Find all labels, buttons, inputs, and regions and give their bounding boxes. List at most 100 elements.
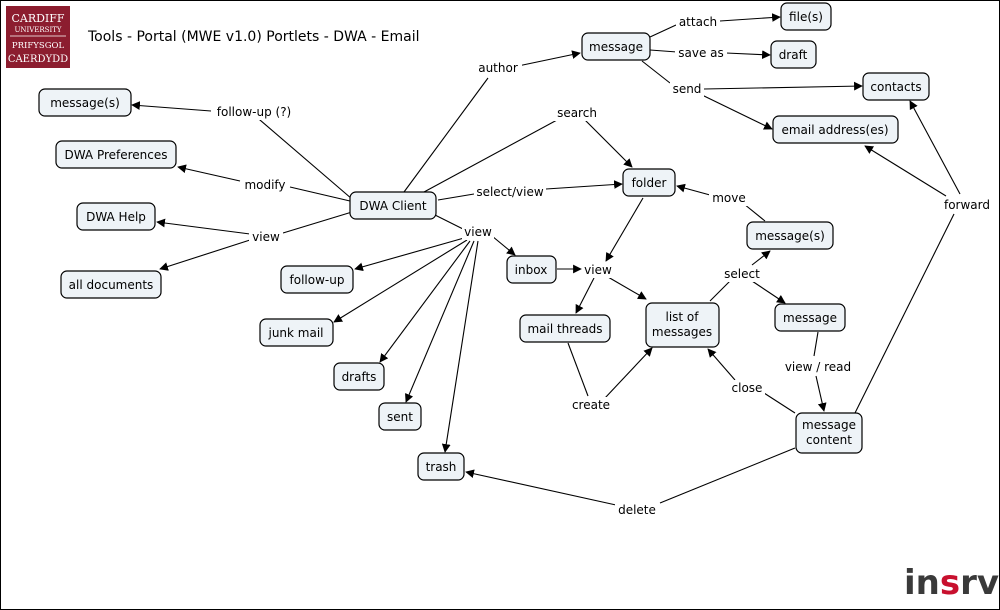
connector-view-list bbox=[607, 276, 647, 300]
insrv-logo: insrv bbox=[904, 563, 999, 603]
label-attach: attach bbox=[679, 15, 717, 29]
node-message-view[interactable]: message bbox=[774, 303, 846, 332]
connector-view-sent bbox=[405, 240, 475, 403]
connector-send-contacts bbox=[703, 81, 863, 91]
connector-content-delete bbox=[659, 447, 796, 504]
label-delete: delete bbox=[618, 503, 656, 517]
node-dwa-help-label: DWA Help bbox=[86, 210, 146, 224]
label-select-view: select/view bbox=[476, 185, 544, 199]
node-email-addresses-label: email address(es) bbox=[781, 123, 888, 137]
label-author: author bbox=[478, 61, 518, 75]
node-dwa-help[interactable]: DWA Help bbox=[76, 202, 156, 231]
logo-line-1: CARDIFF bbox=[11, 12, 64, 25]
node-all-documents[interactable]: all documents bbox=[60, 270, 162, 299]
connector-client-modify bbox=[289, 186, 351, 202]
label-create: create bbox=[572, 398, 610, 412]
node-message-top-label: message bbox=[589, 40, 643, 54]
connector-message-send bbox=[641, 60, 671, 84]
node-email-addresses[interactable]: email address(es) bbox=[772, 115, 899, 144]
connector-view-threads bbox=[575, 277, 595, 314]
node-message-top[interactable]: message bbox=[581, 32, 651, 61]
node-draft[interactable]: draft bbox=[770, 40, 817, 69]
node-drafts-label: drafts bbox=[342, 370, 377, 384]
node-message-view-label: message bbox=[783, 311, 837, 325]
connector-threads-create bbox=[567, 342, 589, 397]
node-dwa-client-label: DWA Client bbox=[359, 199, 427, 213]
node-junk-mail-label: junk mail bbox=[267, 326, 323, 340]
node-contacts-label: contacts bbox=[870, 80, 921, 94]
node-folder-label: folder bbox=[632, 176, 667, 190]
connector-followup-messages bbox=[131, 101, 212, 112]
node-drafts[interactable]: drafts bbox=[333, 362, 385, 391]
connector-view-junkmail bbox=[333, 239, 468, 323]
node-trash-label: trash bbox=[426, 460, 457, 474]
node-followup[interactable]: follow-up bbox=[280, 265, 354, 294]
node-dwa-client[interactable]: DWA Client bbox=[349, 191, 437, 220]
connector-view-trash bbox=[441, 240, 479, 453]
node-message-content[interactable]: message content bbox=[795, 412, 863, 454]
connector-create-list bbox=[604, 347, 653, 399]
label-view-mid: view bbox=[464, 225, 492, 239]
connector-saveas-draft bbox=[725, 50, 771, 60]
node-sent-label: sent bbox=[387, 410, 413, 424]
logo-background bbox=[6, 6, 70, 68]
label-view-left: view bbox=[252, 230, 280, 244]
node-contacts[interactable]: contacts bbox=[862, 72, 930, 101]
insrv-logo-part-3: rv bbox=[960, 563, 999, 603]
connector-selectview-folder bbox=[545, 180, 623, 190]
logo-line-3: PRIFYSGOL bbox=[12, 41, 65, 51]
label-select: select bbox=[724, 267, 760, 281]
connector-client-author bbox=[403, 77, 489, 193]
connector-close-list bbox=[707, 348, 736, 381]
connector-delete-trash bbox=[465, 469, 617, 506]
node-dwa-preferences[interactable]: DWA Preferences bbox=[55, 140, 177, 169]
node-sent[interactable]: sent bbox=[378, 402, 422, 431]
node-all-documents-label: all documents bbox=[69, 278, 154, 292]
connector-client-followup bbox=[252, 113, 353, 200]
connector-message-saveas bbox=[649, 49, 678, 53]
label-save-as: save as bbox=[678, 46, 724, 60]
connector-view-followup bbox=[354, 237, 465, 272]
node-inbox[interactable]: inbox bbox=[506, 255, 557, 284]
node-list-of-messages-label-2: messages bbox=[652, 325, 712, 339]
insrv-logo-part-2: s bbox=[940, 563, 960, 603]
label-send: send bbox=[673, 82, 702, 96]
node-message-content-label-1: message bbox=[802, 418, 856, 432]
node-junk-mail[interactable]: junk mail bbox=[259, 318, 334, 347]
label-modify: modify bbox=[244, 178, 285, 192]
label-search: search bbox=[557, 106, 597, 120]
connector-select-messages bbox=[751, 250, 771, 266]
label-view-read: view / read bbox=[785, 360, 851, 374]
connector-attach-files bbox=[719, 13, 781, 22]
node-files-label: file(s) bbox=[789, 10, 823, 24]
connector-content-forward bbox=[854, 213, 955, 414]
nodes: message(s) DWA Preferences DWA Help all … bbox=[38, 2, 930, 481]
connector-client-selectview bbox=[437, 193, 475, 201]
connector-list-select bbox=[709, 279, 732, 302]
node-inbox-label: inbox bbox=[515, 263, 548, 277]
connectors bbox=[131, 13, 961, 506]
node-trash[interactable]: trash bbox=[417, 452, 465, 481]
logo-line-2: UNIVERSITY bbox=[14, 26, 61, 34]
connector-folder-view bbox=[605, 197, 644, 262]
label-forward: forward bbox=[944, 198, 990, 212]
node-messages-select[interactable]: message(s) bbox=[746, 221, 834, 250]
node-draft-label: draft bbox=[779, 48, 808, 62]
node-dwa-preferences-label: DWA Preferences bbox=[64, 148, 167, 162]
connector-view-alldocs bbox=[159, 239, 251, 271]
node-folder[interactable]: folder bbox=[622, 168, 676, 197]
node-list-of-messages[interactable]: list of messages bbox=[645, 302, 720, 348]
connector-message-attach bbox=[649, 24, 677, 38]
connector-select-message bbox=[751, 280, 786, 304]
node-followup-label: follow-up bbox=[290, 273, 345, 287]
connector-view-help bbox=[156, 218, 251, 235]
node-files[interactable]: file(s) bbox=[780, 2, 832, 31]
node-mail-threads-label: mail threads bbox=[527, 322, 602, 336]
connector-view-inbox bbox=[491, 235, 516, 256]
node-mail-threads[interactable]: mail threads bbox=[519, 314, 611, 343]
logo-line-4: CAERDYDD bbox=[8, 54, 68, 65]
node-messages-followup[interactable]: message(s) bbox=[38, 88, 132, 117]
connector-send-email bbox=[701, 94, 773, 130]
label-view-inbox: view bbox=[584, 263, 612, 277]
